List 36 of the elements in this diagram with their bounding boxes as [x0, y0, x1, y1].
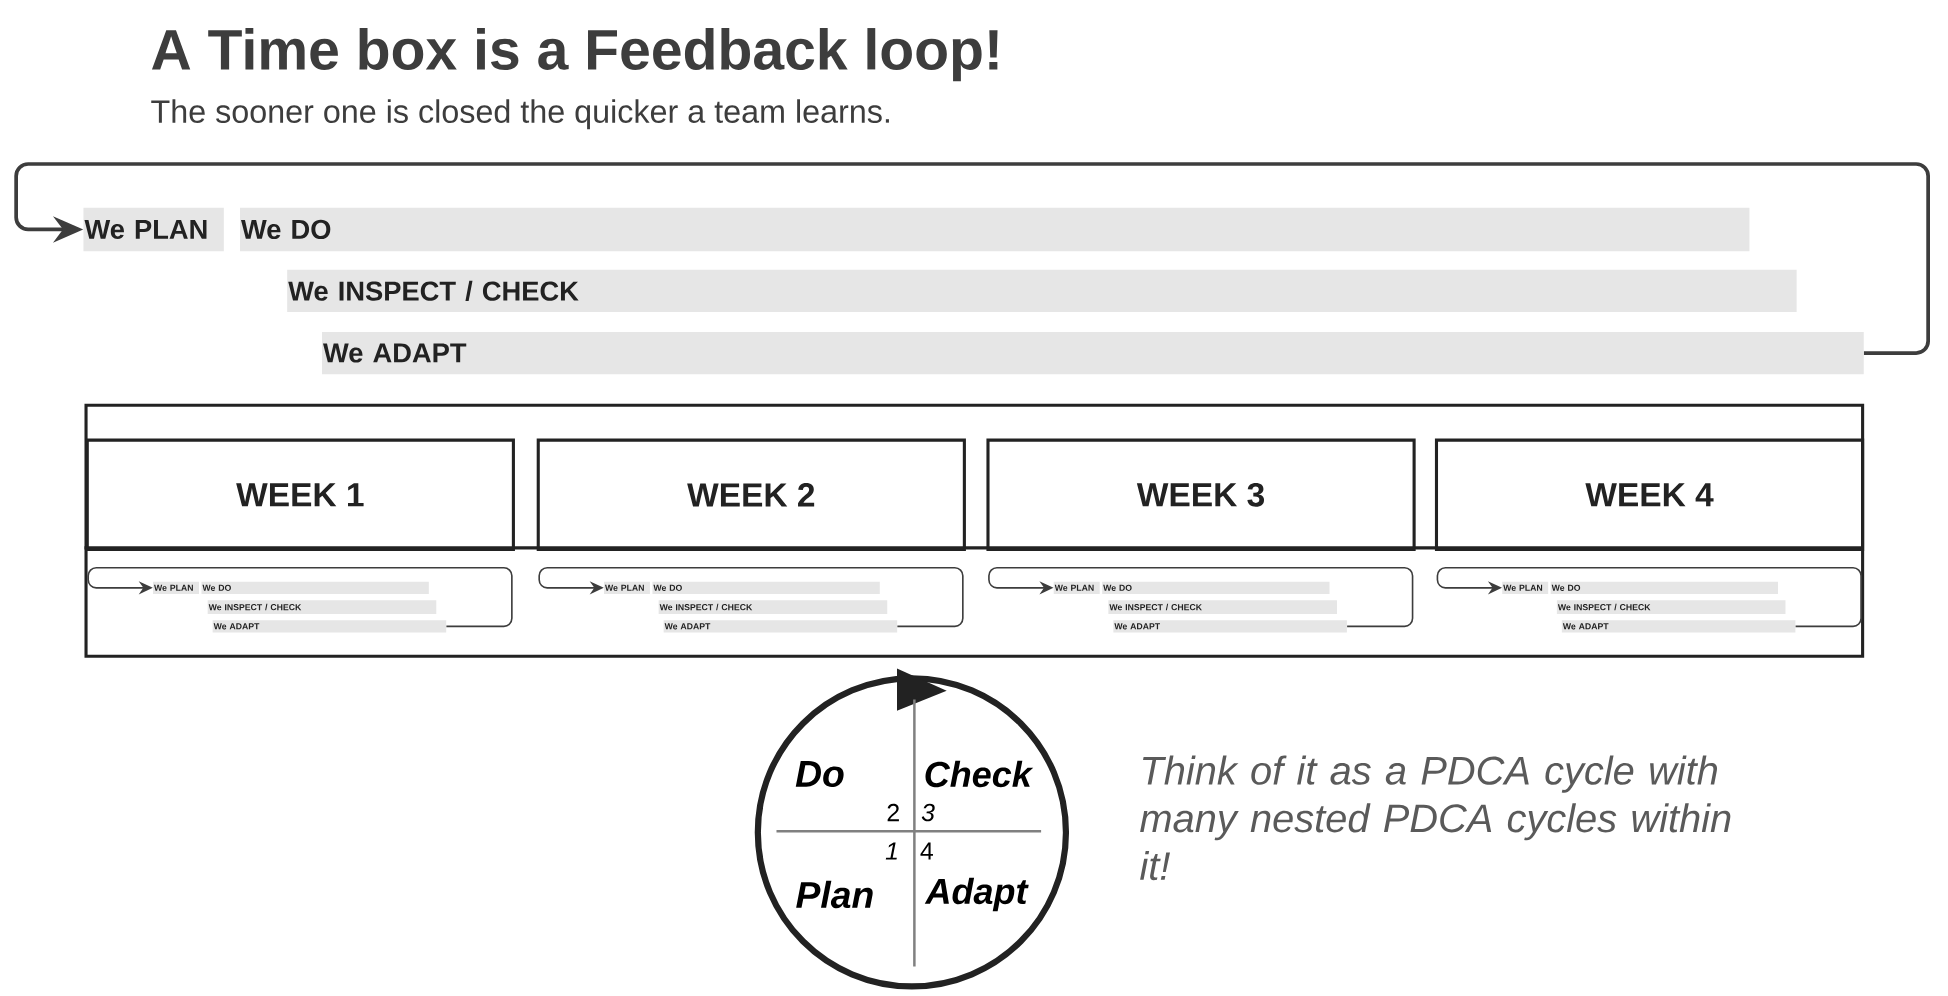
node-label: We DO [653, 584, 682, 591]
feedback-arrow [1436, 566, 1862, 628]
week-box: WEEK 2 [536, 438, 966, 551]
phase-bar: We ADAPT [663, 620, 898, 633]
phase-bar: We PLAN [1053, 581, 1100, 595]
phase-bar: We INSPECT / CHECK [287, 269, 1797, 313]
phase-bar: We ADAPT [1561, 620, 1796, 633]
phase-bar: We INSPECT / CHECK [1108, 600, 1337, 614]
phase-bar: We ADAPT [212, 620, 447, 633]
week-box: WEEK 4 [1434, 438, 1865, 551]
node-label: We PLAN [1054, 584, 1094, 591]
phase-bar: We INSPECT / CHECK [658, 600, 888, 614]
phase-bar: We PLAN [1502, 581, 1549, 595]
week-box: WEEK 1 [85, 438, 515, 551]
phase-bar: We DO [652, 581, 880, 595]
node-label: We DO [202, 584, 231, 591]
phase-bar: We INSPECT / CHECK [207, 600, 437, 614]
timeline-frame [84, 403, 1865, 658]
phase-bar: We ADAPT [321, 331, 1864, 375]
phase-bar: We DO [1102, 581, 1330, 595]
phase-bar: We PLAN [604, 581, 650, 595]
title: A Time box is a Feedback loop! [151, 28, 998, 82]
phase-bar: We DO [201, 581, 429, 595]
subtitle: The sooner one is closed the quicker a team learns. [151, 99, 889, 130]
note-text: Think of it as a PDCA cycle with many nested PDCA cycles within it! [1140, 755, 1731, 881]
week-box: WEEK 3 [986, 438, 1416, 551]
feedback-arrow [538, 566, 964, 628]
phase-bar: We INSPECT / CHECK [1556, 600, 1786, 614]
phase-bar: We PLAN [83, 207, 224, 252]
feedback-arrow [988, 566, 1414, 628]
phase-bar: We ADAPT [1113, 620, 1347, 633]
phase-bar: We PLAN [153, 581, 199, 595]
phase-bar: We DO [240, 207, 1750, 252]
feedback-arrow [87, 566, 513, 628]
node-label: We DO [1551, 584, 1581, 591]
feedback-arrow [14, 162, 1930, 355]
